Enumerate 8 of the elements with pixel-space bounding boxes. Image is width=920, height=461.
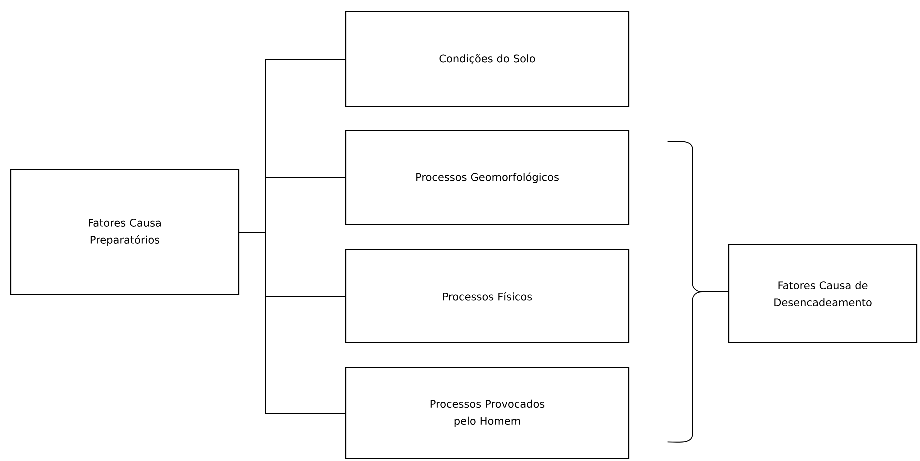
process-box: Processos Geomorfológicos bbox=[345, 130, 630, 226]
curly-brace bbox=[667, 141, 703, 443]
process-box: Processos Provocados pelo Homem bbox=[345, 367, 630, 460]
process-box: Fatores Causa de Desencadeamento bbox=[728, 244, 918, 344]
process-box: Condições do Solo bbox=[345, 11, 630, 108]
connector-line bbox=[239, 232, 346, 414]
process-box: Processos Físicos bbox=[345, 249, 630, 344]
process-box: Fatores Causa Preparatórios bbox=[10, 169, 240, 296]
